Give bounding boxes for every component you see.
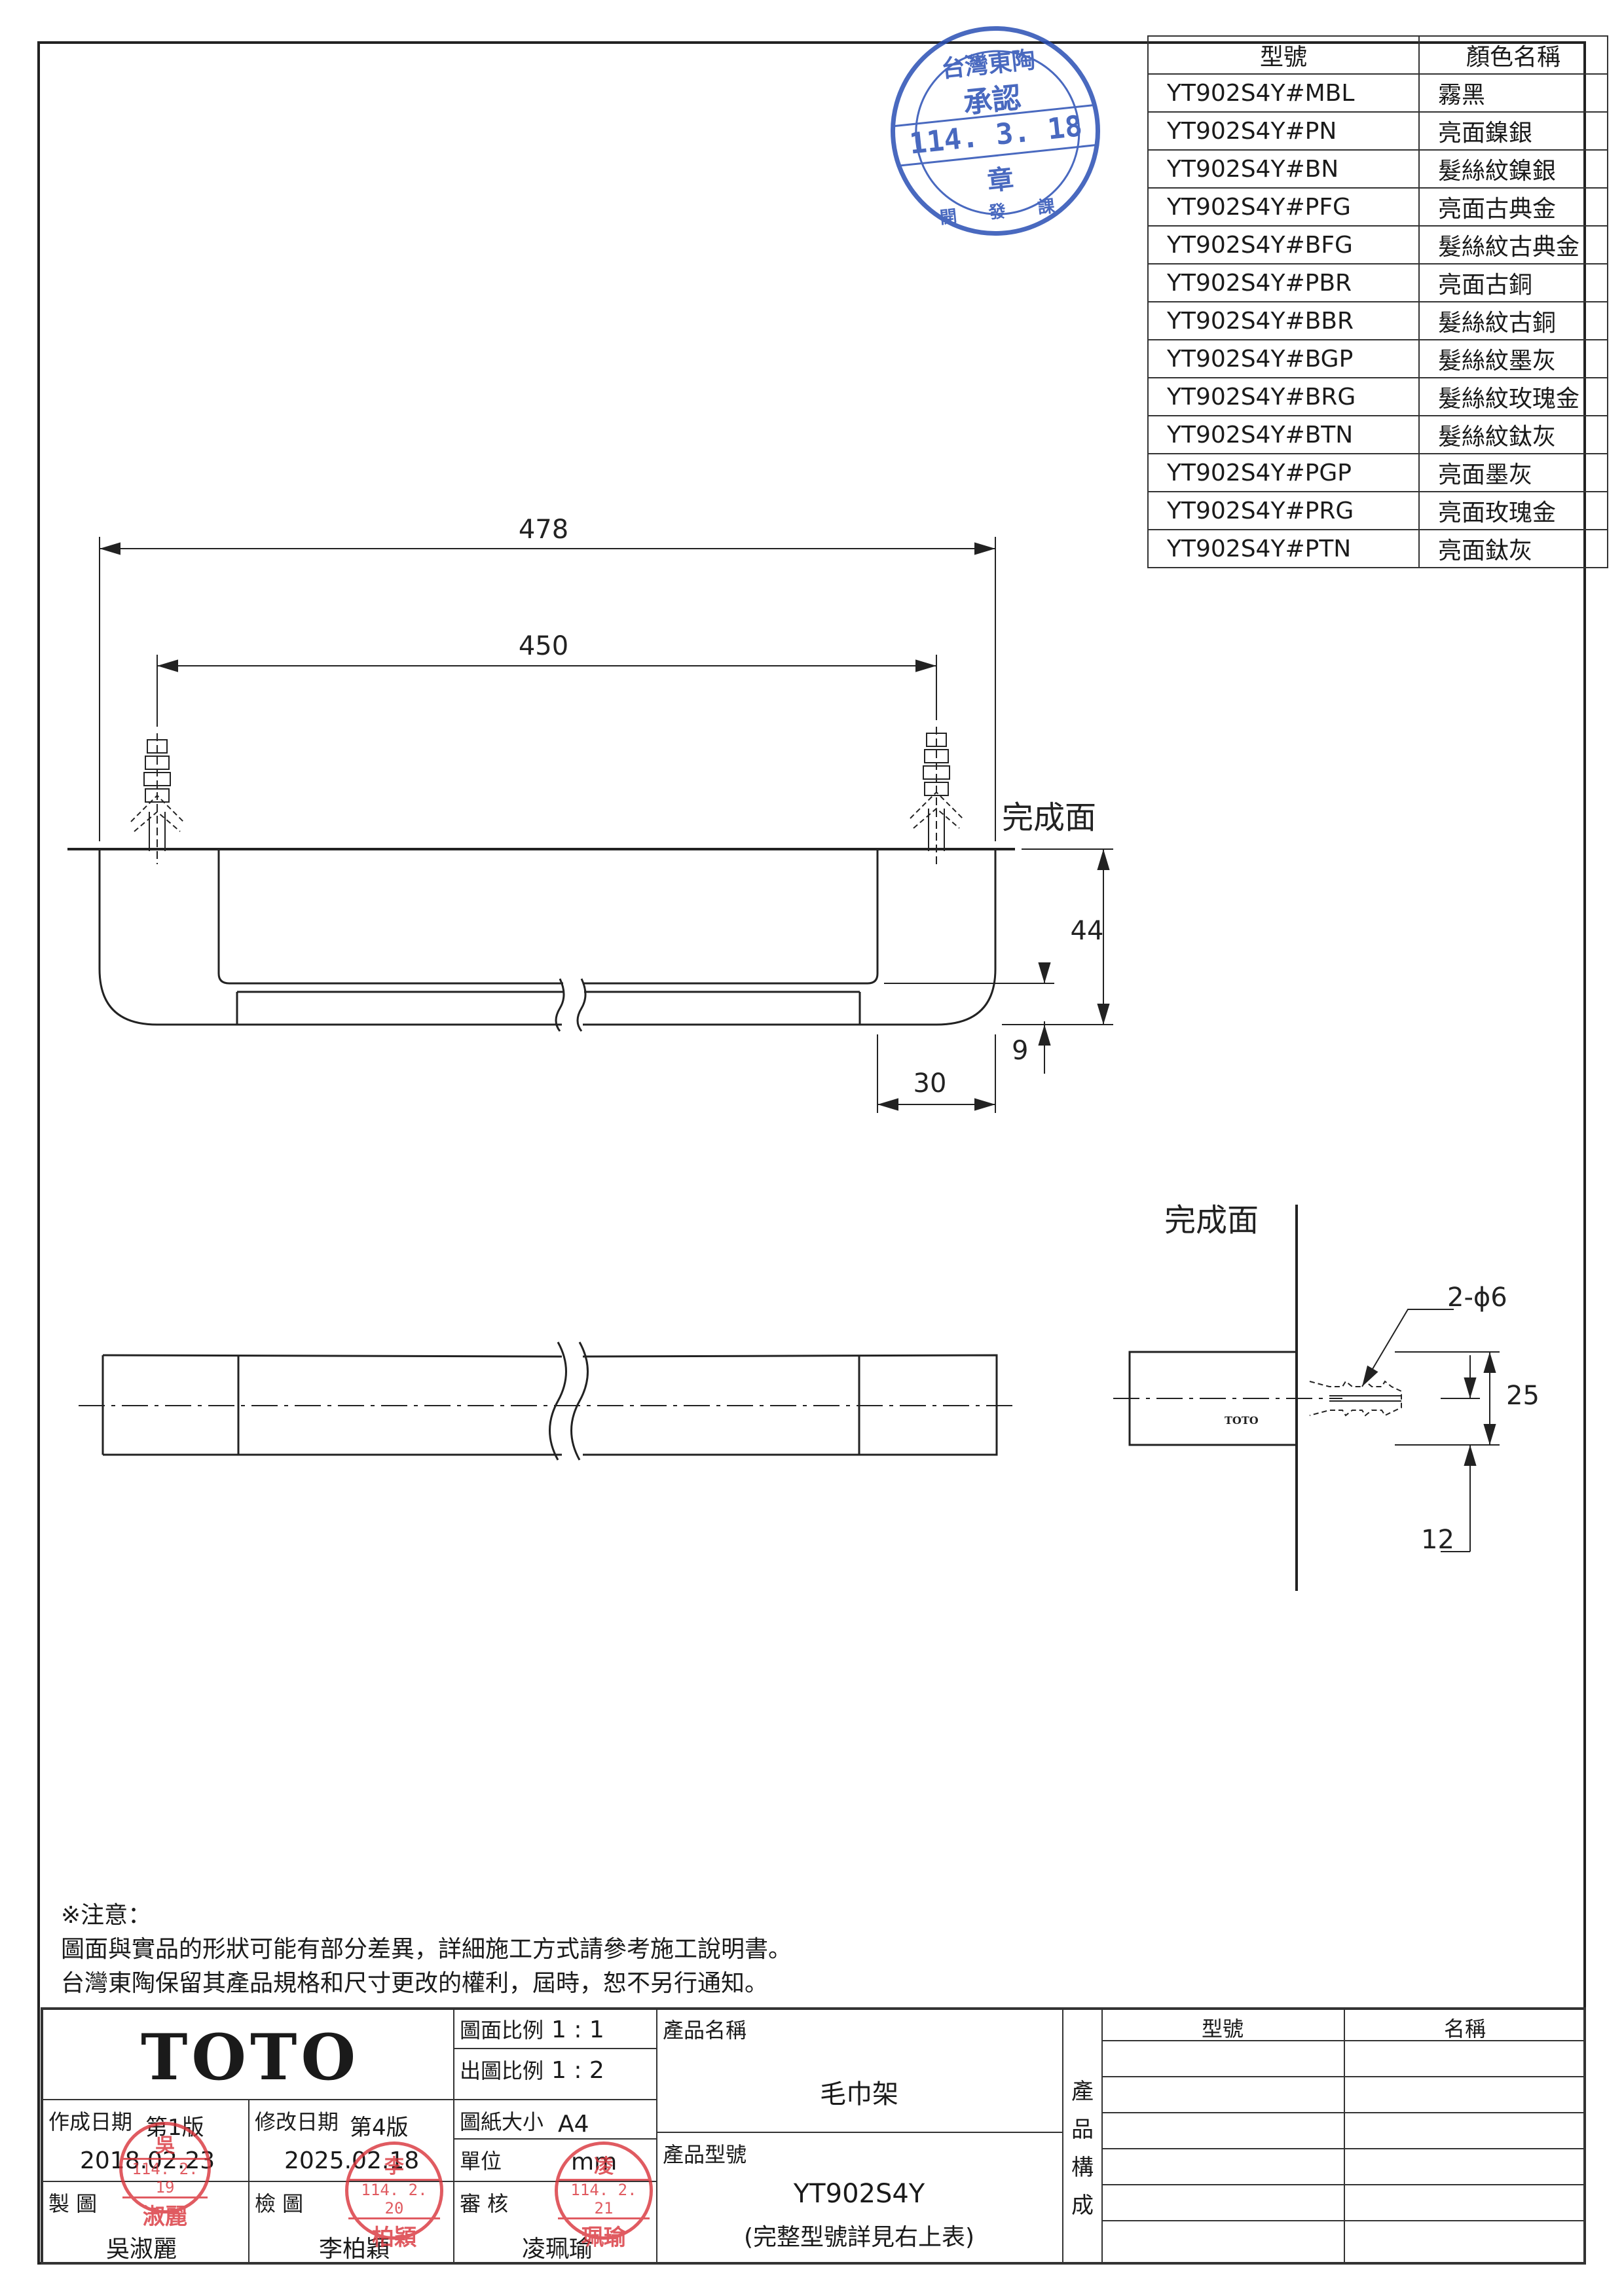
- model-cell: YT902S4Y#BFG: [1147, 225, 1420, 264]
- color-name-cell: 髮絲紋鈦灰: [1418, 415, 1608, 454]
- title-block: TOTO 圖面比例 1 : 1 出圖比例 1 : 2 圖紙大小 A4 單位 mm…: [41, 2007, 1586, 2265]
- notes-line-2: 台灣東陶保留其產品規格和尺寸更改的權利，屆時，恕不另行通知。: [61, 1970, 769, 1997]
- color-name-cell: 亮面古典金: [1418, 187, 1608, 227]
- anchor-right: [910, 727, 963, 864]
- reviewed-stamp: 凌 114. 2. 21 珮瑜: [555, 2141, 653, 2251]
- color-name-cell: 髮絲紋古銅: [1418, 301, 1608, 340]
- color-name-cell: 髮絲紋玫瑰金: [1418, 377, 1608, 416]
- product-model-note: (完整型號詳見右上表): [743, 2224, 975, 2251]
- color-table-header: 型號 顏色名稱: [1147, 35, 1608, 75]
- color-name-cell: 髮絲紋墨灰: [1418, 339, 1608, 378]
- checked-by-label: 檢 圖: [255, 2191, 304, 2216]
- modified-date-label: 修改日期: [255, 2109, 339, 2134]
- reviewed-by-name: 凌珮瑜: [522, 2236, 593, 2263]
- model-cell: YT902S4Y#PGP: [1147, 453, 1420, 492]
- dim-25-label: 25: [1506, 1381, 1540, 1411]
- model-cell: YT902S4Y#BBR: [1147, 301, 1420, 340]
- color-name-cell: 亮面玫瑰金: [1418, 491, 1608, 530]
- color-name-cell: 髮絲紋古典金: [1418, 225, 1608, 264]
- dim-30-label: 30: [913, 1068, 947, 1099]
- color-name-cell: 亮面鈦灰: [1418, 529, 1608, 568]
- towel-bar-outline: [98, 849, 997, 1026]
- drawn-by-name: 吳淑麗: [106, 2236, 177, 2263]
- checked-stamp: 李 114. 2. 20 柏穎: [345, 2141, 443, 2251]
- drawn-stamp: 吳 114. 2. 19 淑麗: [119, 2122, 211, 2230]
- paper-size-value: A4: [558, 2111, 589, 2138]
- scale-label: 圖面比例: [460, 2018, 544, 2043]
- model-cell: YT902S4Y#BN: [1147, 149, 1420, 189]
- dim-12-label: 12: [1421, 1525, 1454, 1555]
- color-name-header: 顏色名稱: [1418, 35, 1608, 75]
- notes-title: ※注意：: [61, 1902, 152, 1929]
- color-name-cell: 霧黑: [1418, 73, 1608, 113]
- model-cell: YT902S4Y#BGP: [1147, 339, 1420, 378]
- towel-bar-top-view: [79, 1341, 1015, 1461]
- model-header: 型號: [1147, 35, 1420, 75]
- color-name-cell: 髮絲紋鎳銀: [1418, 149, 1608, 189]
- hole-spec-label: 2-ϕ6: [1447, 1283, 1507, 1313]
- anchor-left: [130, 733, 184, 864]
- unit-label: 單位: [460, 2149, 502, 2174]
- product-name: 毛巾架: [820, 2079, 898, 2109]
- reviewed-by-label: 審 核: [460, 2191, 509, 2216]
- dim-44-label: 44: [1071, 916, 1104, 946]
- title-block-border: [41, 2007, 1586, 2265]
- dim-450-label: 450: [519, 631, 568, 661]
- composition-header-model: 型號: [1201, 2016, 1244, 2041]
- created-date-label: 作成日期: [48, 2109, 133, 2134]
- dim-478-label: 478: [519, 515, 568, 545]
- composition-label: 產品構成: [1071, 2079, 1094, 2219]
- model-cell: YT902S4Y#PN: [1147, 111, 1420, 151]
- model-cell: YT902S4Y#BTN: [1147, 415, 1420, 454]
- towel-bar-side-view: [1113, 1205, 1500, 1591]
- color-name-cell: 亮面古銅: [1418, 263, 1608, 302]
- model-cell: YT902S4Y#PBR: [1147, 263, 1420, 302]
- model-cell: YT902S4Y#PFG: [1147, 187, 1420, 227]
- checked-by-name: 李柏穎: [319, 2236, 390, 2263]
- modified-edition: 第4版: [350, 2115, 409, 2141]
- notes-line-1: 圖面與實品的形狀可能有部分差異，詳細施工方式請參考施工說明書。: [61, 1936, 792, 1963]
- print-scale-value: 1 : 2: [551, 2057, 604, 2084]
- finish-surface-label: 完成面: [1002, 799, 1096, 836]
- model-cell: YT902S4Y#PRG: [1147, 491, 1420, 530]
- composition-header-name: 名稱: [1443, 2016, 1486, 2041]
- model-cell: YT902S4Y#MBL: [1147, 73, 1420, 113]
- color-name-cell: 亮面墨灰: [1418, 453, 1608, 492]
- finish-surface-side-label: 完成面: [1164, 1202, 1259, 1239]
- product-model-label: 產品型號: [663, 2142, 747, 2167]
- color-name-cell: 亮面鎳銀: [1418, 111, 1608, 151]
- drawn-by-label: 製 圖: [48, 2191, 98, 2216]
- toto-logo: TOTO: [140, 2020, 360, 2094]
- product-model: YT902S4Y: [793, 2179, 925, 2209]
- scale-value: 1 : 1: [551, 2016, 604, 2043]
- logo-small: TOTO: [1225, 1414, 1259, 1427]
- paper-size-label: 圖紙大小: [460, 2109, 544, 2134]
- product-name-label: 產品名稱: [663, 2018, 747, 2043]
- dim-9-label: 9: [1012, 1036, 1028, 1066]
- print-scale-label: 出圖比例: [460, 2058, 544, 2083]
- model-cell: YT902S4Y#PTN: [1147, 529, 1420, 568]
- notes: ※注意： 圖面與實品的形狀可能有部分差異，詳細施工方式請參考施工說明書。 台灣東…: [61, 1899, 792, 2001]
- model-cell: YT902S4Y#BRG: [1147, 377, 1420, 416]
